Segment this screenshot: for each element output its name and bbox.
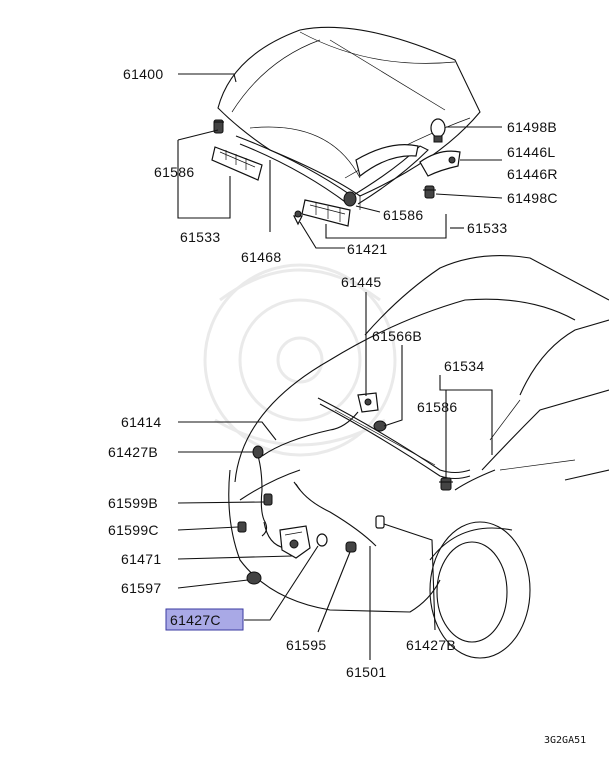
label-61427b-left[interactable]: 61427B: [108, 444, 158, 460]
hood-release-cable: [257, 411, 359, 549]
watermark-emblem: [203, 263, 397, 457]
hood-bumper-61597: [246, 571, 262, 585]
bumper-61595: [345, 541, 357, 553]
label-61427c[interactable]: 61427C: [170, 612, 221, 628]
hood-bumper-61566b: [373, 420, 387, 432]
label-61471[interactable]: 61471: [121, 551, 161, 567]
label-61445[interactable]: 61445: [341, 274, 381, 290]
label-61427b-right[interactable]: 61427B: [406, 637, 456, 653]
diagram-code: 3G2GA51: [544, 735, 586, 746]
hood-stay-holder: [419, 150, 461, 177]
label-61566b[interactable]: 61566B: [372, 328, 422, 344]
callout-labels: 61400 61586 61533 61468 61498B 61446L 61…: [108, 66, 586, 746]
hood-bumper-left: [213, 119, 224, 134]
cable-clip-61599c: [237, 521, 247, 533]
label-61498c[interactable]: 61498C: [507, 190, 558, 206]
label-61533-upper-right[interactable]: 61533: [467, 220, 507, 236]
label-61595[interactable]: 61595: [286, 637, 326, 653]
cable-clamp-61427b: [252, 445, 264, 459]
hood-support-rod: [293, 481, 377, 547]
hood-bumper-center: [343, 191, 357, 207]
hood-bumper-61498c: [423, 185, 436, 199]
hood-bumper-61498b: [430, 118, 446, 143]
hood-insulator-pad: [355, 144, 419, 178]
label-61586-upper-right[interactable]: 61586: [383, 207, 423, 223]
label-61534[interactable]: 61534: [444, 358, 484, 374]
label-61597[interactable]: 61597: [121, 580, 161, 596]
hood-striker: [357, 392, 379, 413]
leader-lines: [177, 73, 503, 660]
hood-clip-61421: [293, 210, 303, 226]
label-61414[interactable]: 61414: [121, 414, 161, 430]
label-61421[interactable]: 61421: [347, 241, 387, 257]
label-61586-upper-left[interactable]: 61586: [154, 164, 194, 180]
car-body-outline: [228, 254, 609, 613]
hood-panel: [217, 26, 481, 210]
label-61468[interactable]: 61468: [241, 249, 281, 265]
label-61599c[interactable]: 61599C: [108, 522, 159, 538]
highlight-61427c: [165, 608, 244, 631]
hood-bumper-61586-lower: [439, 477, 453, 491]
hood-lock: [279, 525, 311, 559]
hood-seal-right: [301, 199, 351, 227]
hood-weatherstrip: [235, 135, 429, 205]
rod-holder-61427b: [375, 515, 385, 529]
label-61446r[interactable]: 61446R: [507, 166, 558, 182]
label-61533-upper-left[interactable]: 61533: [180, 229, 220, 245]
label-61400[interactable]: 61400: [123, 66, 163, 82]
clamp-61427c: [316, 533, 328, 547]
cable-clip-61599b: [263, 493, 273, 506]
label-61446l[interactable]: 61446L: [507, 144, 556, 160]
label-61586-lower[interactable]: 61586: [417, 399, 457, 415]
hood-seal-left: [211, 146, 263, 181]
label-61599b[interactable]: 61599B: [108, 495, 158, 511]
label-61501[interactable]: 61501: [346, 664, 386, 680]
label-61498b[interactable]: 61498B: [507, 119, 557, 135]
front-wheel: [429, 521, 531, 659]
